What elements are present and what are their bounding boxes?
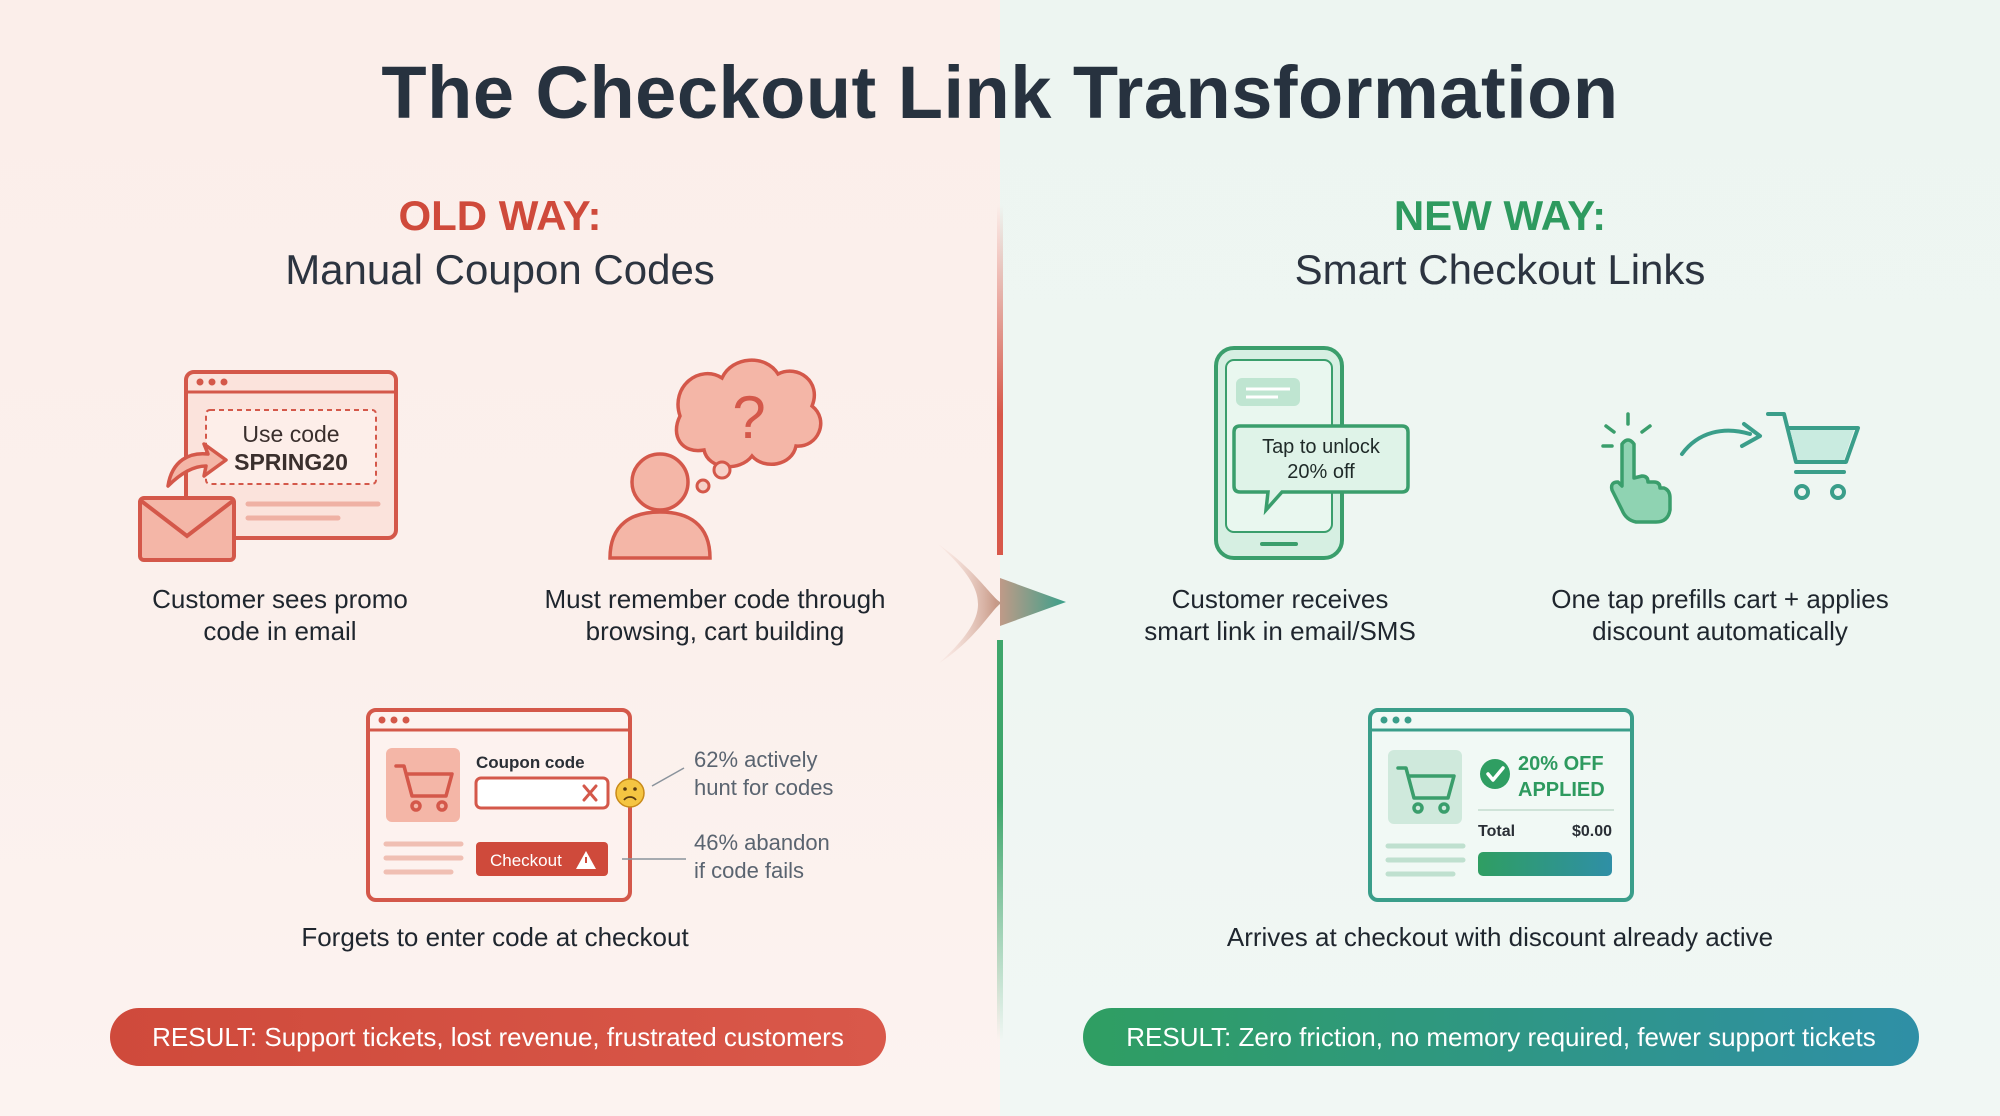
note-connectors bbox=[622, 767, 686, 860]
pay-button[interactable] bbox=[1478, 852, 1612, 876]
old-way-header: OLD WAY: Manual Coupon Codes bbox=[100, 192, 900, 294]
total-label: Total bbox=[1478, 823, 1515, 840]
hunt-for-codes-stat: 62% actively hunt for codes bbox=[694, 747, 834, 800]
page-title: The Checkout Link Transformation bbox=[381, 51, 1619, 134]
old-step2-caption: Must remember code through browsing, car… bbox=[544, 584, 886, 646]
total-value: $0.00 bbox=[1572, 823, 1612, 840]
smart-link-phone-illustration: Tap to unlock 20% off bbox=[1214, 346, 1410, 560]
bubble-line2: 20% off bbox=[1287, 461, 1355, 483]
old-way-label: OLD WAY: bbox=[398, 192, 602, 239]
discount-badge-line2: APPLIED bbox=[1518, 779, 1605, 801]
promo-banner-line1: Use code bbox=[242, 421, 339, 447]
new-step2-caption: One tap prefills cart + applies discount… bbox=[1551, 584, 1889, 646]
thinking-person-illustration: ? bbox=[608, 358, 823, 560]
smart-link-bubble[interactable] bbox=[1232, 424, 1410, 516]
frown-face-icon bbox=[615, 778, 645, 808]
cart-icon bbox=[1396, 766, 1456, 814]
new-way-result: RESULT: Zero friction, no memory require… bbox=[1083, 1008, 1919, 1066]
cart-icon bbox=[1766, 412, 1860, 500]
divider-new bbox=[997, 640, 1003, 1040]
new-way-label: NEW WAY: bbox=[1393, 192, 1607, 239]
transition-arrow-icon bbox=[938, 544, 1066, 664]
failed-checkout-illustration: Coupon code Checkout bbox=[366, 708, 645, 902]
new-step3-caption: Arrives at checkout with discount alread… bbox=[1226, 922, 1774, 952]
error-x-icon bbox=[582, 784, 598, 802]
discount-checkout-illustration: 20% OFF APPLIED Total $0.00 bbox=[1368, 708, 1634, 902]
promo-code: SPRING20 bbox=[234, 449, 348, 475]
promo-email-illustration: Use code SPRING20 bbox=[138, 370, 398, 562]
coupon-code-label: Coupon code bbox=[476, 753, 585, 772]
coupon-code-input[interactable] bbox=[474, 776, 610, 810]
tapping-hand-icon bbox=[1609, 438, 1672, 524]
divider-old bbox=[997, 205, 1003, 555]
old-step1-caption: Customer sees promo code in email bbox=[152, 584, 408, 646]
flow-arrow-icon bbox=[1680, 428, 1752, 456]
bubble-line1: Tap to unlock bbox=[1262, 436, 1381, 458]
question-mark-icon: ? bbox=[732, 384, 765, 451]
new-way-subtitle: Smart Checkout Links bbox=[1294, 246, 1706, 293]
old-way-result: RESULT: Support tickets, lost revenue, f… bbox=[110, 1008, 886, 1066]
check-icon bbox=[1480, 759, 1510, 789]
window-dot bbox=[196, 378, 204, 386]
checkout-button-label: Checkout bbox=[490, 851, 562, 870]
discount-badge-line1: 20% OFF bbox=[1518, 753, 1604, 775]
new-way-panel bbox=[1000, 0, 2000, 1116]
old-way-subtitle: Manual Coupon Codes bbox=[285, 246, 715, 293]
new-step1-caption: Customer receives smart link in email/SM… bbox=[1144, 584, 1416, 646]
old-step3-caption: Forgets to enter code at checkout bbox=[301, 922, 689, 952]
abandon-stat: 46% abandon if code fails bbox=[694, 830, 830, 883]
new-way-header: NEW WAY: Smart Checkout Links bbox=[1100, 192, 1900, 294]
checkout-button[interactable] bbox=[476, 842, 608, 876]
tap-to-cart-illustration bbox=[1601, 412, 1860, 524]
cart-icon bbox=[394, 764, 454, 812]
tap-burst-icon bbox=[1601, 412, 1652, 448]
